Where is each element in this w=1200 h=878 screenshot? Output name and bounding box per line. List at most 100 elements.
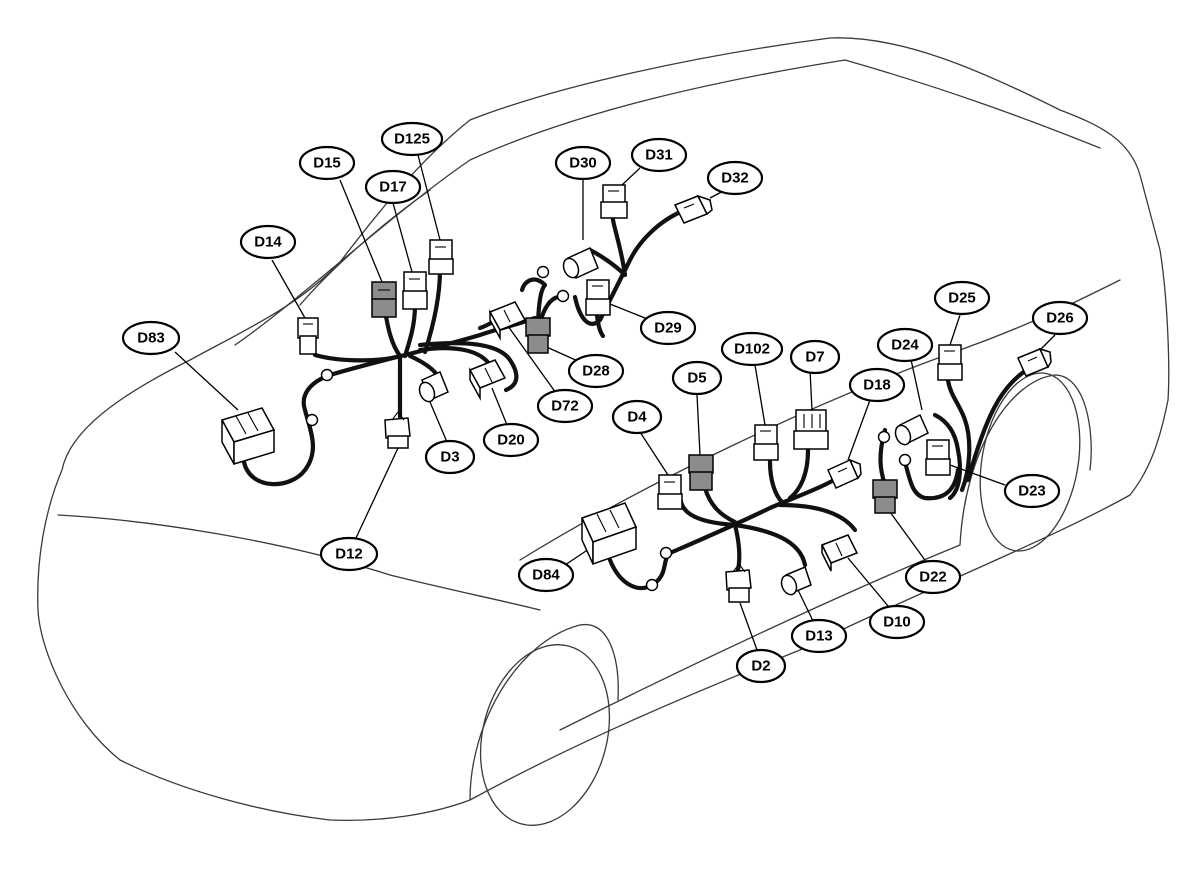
label-d4-text: D4 [627,409,647,426]
leader-lines [174,154,1056,651]
label-d26: D26 [1031,300,1089,336]
label-d3-text: D3 [440,449,459,466]
label-d30-text: D30 [569,155,597,172]
label-d31: D31 [630,137,688,173]
label-d2: D2 [735,648,787,684]
connector-d26 [1017,347,1052,377]
label-d20: D20 [482,422,540,458]
label-d10-text: D10 [883,614,911,631]
connector-d32 [673,194,713,224]
label-d29: D29 [639,310,697,346]
connector-d83 [220,407,276,466]
label-d72-text: D72 [551,398,579,415]
front-wheel [479,644,611,826]
label-d10: D10 [868,604,926,640]
label-d84-text: D84 [532,567,560,584]
label-d30: D30 [554,145,612,181]
sill-line [559,544,961,731]
front-wheel-arch [469,624,619,801]
label-d31-text: D31 [645,147,673,164]
label-d32: D32 [706,160,764,196]
label-d22: D22 [904,559,962,595]
connector-d24 [894,413,929,446]
label-d84: D84 [517,557,575,593]
connector-d72 [488,301,527,341]
harness-clip [320,368,334,382]
label-d32-text: D32 [721,170,749,187]
label-d125-text: D125 [394,131,430,148]
label-d7: D7 [789,339,841,375]
connector-d29 [585,279,611,316]
label-d17-text: D17 [379,179,407,196]
connector-d13 [780,565,812,596]
label-d28-text: D28 [582,363,610,380]
label-d23: D23 [1003,473,1061,509]
harness-clip [305,413,319,427]
label-d4: D4 [611,399,663,435]
label-d5-text: D5 [687,370,706,387]
label-d125: D125 [380,121,444,157]
label-d25-text: D25 [948,290,976,307]
harness-clip [877,430,891,444]
connector-d3 [418,370,449,403]
connector-d5 [688,454,714,491]
label-d29-text: D29 [654,320,682,337]
hood-edge [57,514,541,611]
label-d13-text: D13 [805,628,833,645]
connector-d22 [872,479,898,514]
harness-clip [536,265,550,279]
connector-d17 [402,271,428,310]
label-d7-text: D7 [805,349,824,366]
label-d24: D24 [876,327,934,363]
connector-d30 [562,246,599,280]
label-d15: D15 [298,145,356,181]
connector-d15 [371,281,397,318]
connector-d20 [468,359,507,401]
connector-d23 [925,439,951,476]
connector-d2 [725,563,752,603]
connectors [220,184,1052,603]
connector-d12 [384,411,411,449]
rear-wheel [979,372,1081,552]
connector-d25 [937,344,963,381]
connector-d31 [600,184,628,219]
connector-labels: D83 D14 D15 D17 D125 D12 D3 D20 D72 D28 … [121,121,1089,684]
label-d25: D25 [933,280,991,316]
label-d2-text: D2 [751,658,770,675]
label-d14: D14 [239,224,297,260]
connector-d28 [525,317,551,354]
label-d18: D18 [848,367,906,403]
label-d5: D5 [671,360,723,396]
label-d72: D72 [536,388,594,424]
connector-d7 [793,409,829,450]
label-d23-text: D23 [1018,483,1046,500]
label-d18-text: D18 [863,377,891,394]
connector-d125 [428,239,454,275]
label-d12-text: D12 [335,546,363,563]
harness-clip [898,453,912,467]
harness-clip [659,546,673,560]
connector-d18 [827,458,862,489]
label-d26-text: D26 [1046,310,1074,327]
connector-d14 [297,317,319,355]
label-d12: D12 [319,536,379,572]
label-d15-text: D15 [313,155,341,172]
label-d22-text: D22 [919,569,947,586]
label-d17: D17 [364,169,422,205]
label-d14-text: D14 [254,234,282,251]
label-d83-text: D83 [137,330,165,347]
label-d20-text: D20 [497,432,525,449]
label-d28: D28 [567,353,625,389]
rear-wheel-arch [959,374,1092,546]
label-d83: D83 [121,320,181,356]
label-d102: D102 [720,331,784,367]
connector-d10 [820,534,859,572]
harness-clip [556,289,570,303]
label-d13: D13 [790,618,848,654]
label-d3: D3 [424,439,476,475]
connector-d84 [580,502,638,566]
windshield-line [299,189,431,306]
connector-d102 [753,424,779,461]
harness-clip [645,578,659,592]
